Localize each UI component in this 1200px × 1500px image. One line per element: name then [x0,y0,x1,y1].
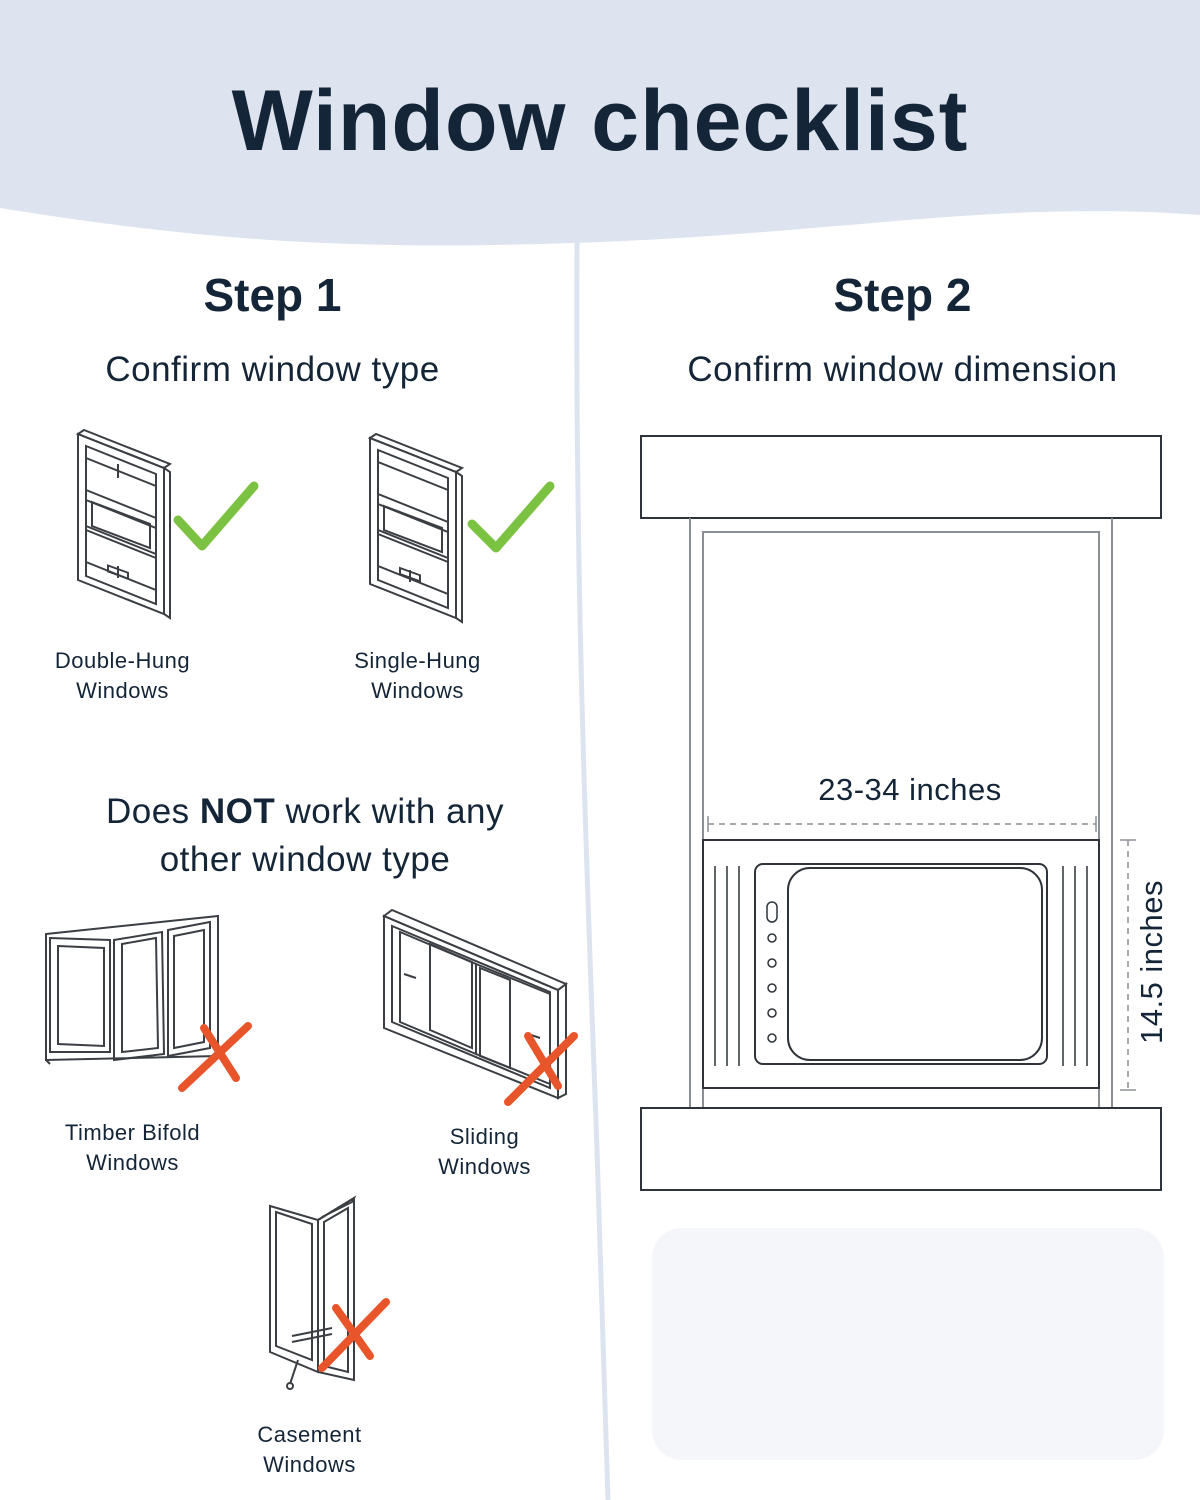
casement-cross-icon [318,1298,390,1372]
single-hung-label-line2: Windows [371,678,464,703]
single-hung-label-line1: Single-Hung [354,648,481,673]
sliding-label-line2: Windows [438,1154,531,1179]
window-sill [640,1107,1162,1191]
window-dimension-diagram [640,435,1164,1460]
bifold-label: Timber Bifold Windows [30,1118,235,1178]
double-hung-label: Double-Hung Windows [20,646,225,706]
bifold-cross-icon [178,1022,252,1092]
sliding-cross-icon [504,1032,578,1106]
height-dimension-line [1120,839,1136,1091]
casement-label: Casement Windows [207,1420,412,1480]
not-compatible-line1: Does NOT work with any [40,788,570,836]
height-label: 14.5 inches [1134,879,1169,1045]
casement-label-line2: Windows [263,1452,356,1477]
placeholder-panel [652,1228,1164,1460]
column-divider [574,239,611,1500]
page-title: Window checklist [231,73,969,169]
bifold-label-line2: Windows [86,1150,179,1175]
casement-label-line1: Casement [257,1422,362,1447]
casement-window-icon [269,1195,390,1390]
not-compatible-suffix: work with any [275,792,505,831]
header-band [0,0,1200,246]
step2-heading: Step 2 [833,269,972,321]
not-compatible-line2: other window type [159,840,451,879]
not-compatible-prefix: Does [105,792,200,831]
not-compatible-emphasis: NOT [199,792,276,831]
single-hung-label: Single-Hung Windows [315,646,520,706]
single-hung-check-icon [467,481,555,553]
double-hung-window-icon [75,428,259,620]
single-hung-window-icon [367,432,555,624]
double-hung-label-line2: Windows [76,678,169,703]
bifold-window-icon [45,914,252,1092]
step1-heading: Step 1 [203,269,342,321]
width-label: 23-34 inches [818,772,1002,807]
bifold-label-line1: Timber Bifold [64,1120,201,1145]
ac-unit [702,839,1100,1089]
double-hung-label-line1: Double-Hung [54,648,191,673]
width-dimension-line [707,816,1097,832]
double-hung-check-icon [173,481,259,551]
not-compatible-notice: Does NOT work with any other window type [40,788,570,884]
window-header-beam [640,435,1162,519]
sliding-label-line1: Sliding [449,1124,520,1149]
step1-subtitle: Confirm window type [105,350,440,389]
sliding-label: Sliding Windows [382,1122,587,1182]
step2-subtitle: Confirm window dimension [687,350,1118,389]
sliding-window-icon [382,908,578,1106]
